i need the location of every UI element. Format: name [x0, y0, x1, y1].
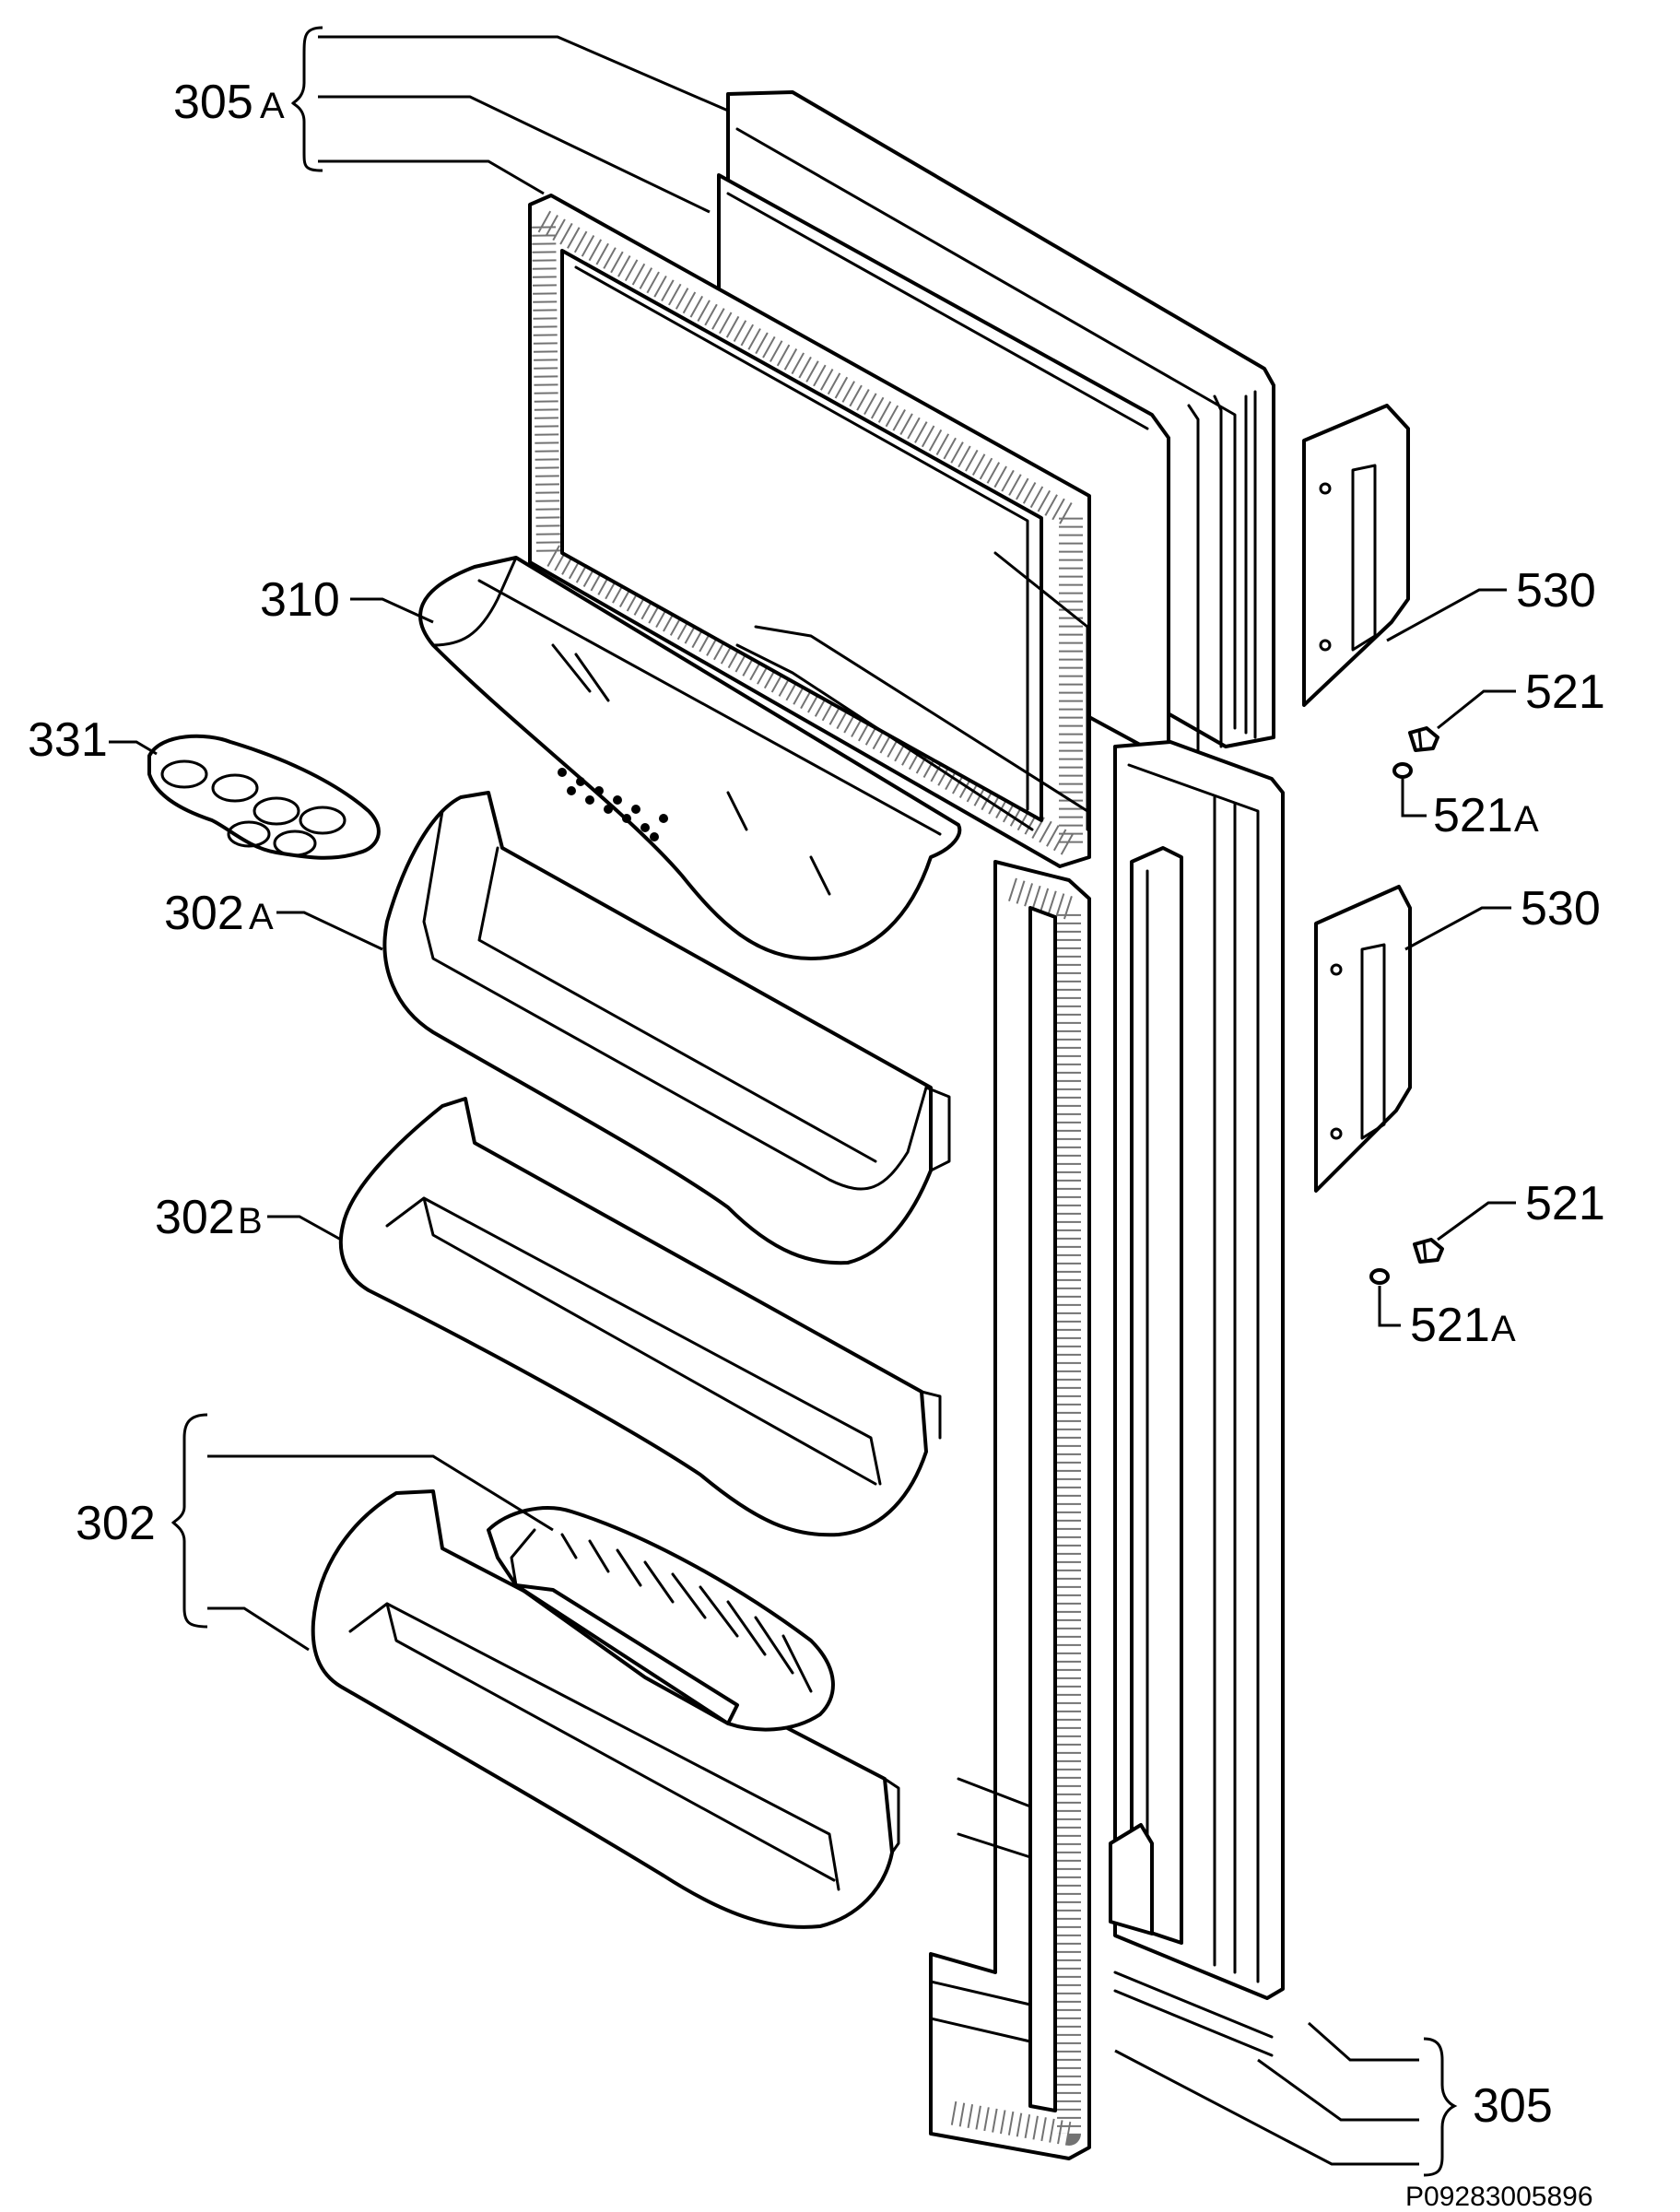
screw-upper [1408, 726, 1439, 752]
label-305a-suffix: A [260, 86, 285, 126]
label-302b-suffix: B [238, 1201, 263, 1241]
bottle-rack [487, 1506, 835, 1732]
label-305: 305 [1473, 2079, 1553, 2133]
freezer-door-gasket [528, 194, 1091, 868]
label-521a-lower-suffix: A [1491, 1309, 1516, 1349]
egg-tray [147, 734, 381, 860]
label-530-upper: 530 [1516, 564, 1596, 618]
label-521-upper: 521 [1525, 665, 1605, 719]
door-handle-lower [1314, 885, 1412, 1193]
label-331: 331 [28, 713, 108, 767]
label-305a-number: 305 [173, 76, 253, 129]
leader-lines [109, 26, 1516, 2177]
bottle-shelf [311, 1489, 900, 1929]
screw-lower [1413, 1238, 1444, 1264]
label-521a-upper-suffix: A [1514, 799, 1539, 840]
label-521-lower: 521 [1525, 1177, 1605, 1230]
label-521a-upper-number: 521 [1433, 789, 1513, 842]
label-302a-suffix: A [249, 897, 274, 937]
fridge-door-gasket [735, 551, 1091, 2160]
label-521a-lower-number: 521 [1410, 1299, 1490, 1352]
washer-upper [1392, 762, 1413, 779]
drawing-code: P09283005896 [1405, 2182, 1593, 2212]
label-310: 310 [260, 573, 340, 627]
freezer-flap [418, 556, 962, 960]
fridge-door [1109, 740, 1285, 2057]
label-302b-number: 302 [155, 1191, 235, 1244]
door-shelf-302b [338, 1097, 942, 1537]
label-302a-number: 302 [164, 887, 244, 940]
vent-holes [558, 768, 668, 841]
door-shelf-302a [382, 791, 951, 1265]
washer-lower [1369, 1268, 1390, 1285]
part-labels: 305 A 310 331 302 A 302 B 302 530 521 52… [28, 76, 1605, 2212]
label-302: 302 [76, 1497, 156, 1550]
door-handle-upper [1302, 404, 1410, 707]
label-530-lower: 530 [1521, 882, 1601, 935]
